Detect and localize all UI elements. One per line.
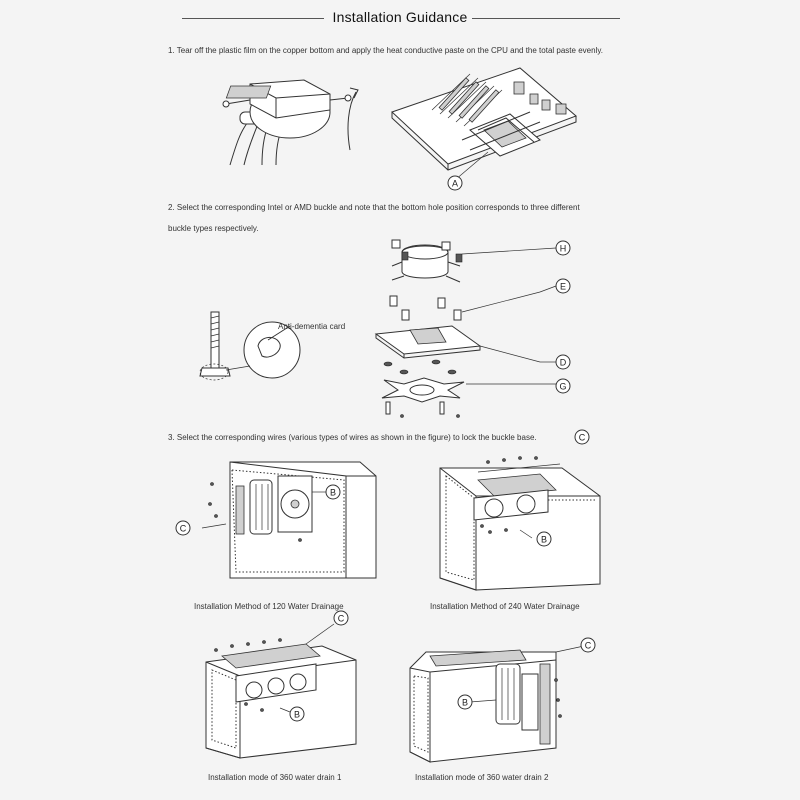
curved-arrow-icon (347, 87, 359, 151)
callout-h-badge: H (555, 240, 571, 256)
fig1-callout-c-badge: C (175, 520, 191, 536)
clip-g-illustration (381, 377, 465, 418)
fig2-callout-b-badge: B (536, 531, 552, 547)
fig4-callout-b-label: B (462, 698, 468, 708)
motherboard-illustration (391, 67, 577, 181)
backplate-illustration (374, 325, 482, 359)
anti-dementia-card-zoom (225, 321, 301, 379)
step-3-text: 3. Select the corresponding wires (vario… (168, 433, 537, 442)
callout-g-badge: G (555, 378, 571, 394)
callout-e-label: E (560, 282, 566, 292)
callout-e-badge: E (555, 278, 571, 294)
washers-d-illustration (383, 359, 457, 375)
caption-240: Installation Method of 240 Water Drainag… (430, 602, 580, 611)
callout-step3-c-label: C (579, 433, 586, 443)
callout-g-label: G (559, 382, 566, 392)
standoffs-e-illustration (389, 295, 462, 321)
fig4-callout-b-badge: B (457, 694, 473, 710)
page-title: Installation Guidance (332, 9, 468, 25)
fig4-callout-c-badge: C (580, 637, 596, 653)
step-2-text-line-1: 2. Select the corresponding Intel or AMD… (168, 203, 580, 212)
callout-d-label: D (560, 358, 567, 368)
bracket-h-illustration (391, 239, 463, 283)
case-120-illustration (201, 461, 377, 579)
case-360-1-illustration (205, 623, 357, 759)
anti-dementia-card-label: Anti-dementia card (278, 322, 346, 331)
step-2-text-line-2: buckle types respectively. (168, 224, 259, 233)
step-1-text: 1. Tear off the plastic film on the copp… (168, 46, 603, 55)
caption-360-1: Installation mode of 360 water drain 1 (208, 773, 342, 782)
case-240-illustration (439, 456, 601, 591)
fig4-callout-c-label: C (585, 641, 592, 651)
title-rule-right (472, 18, 620, 19)
callout-a-label: A (452, 179, 458, 189)
fig1-callout-b-label: B (330, 488, 336, 498)
fig1-callout-c-label: C (180, 524, 187, 534)
fig2-callout-b-label: B (541, 535, 547, 545)
water-block-illustration (222, 79, 352, 166)
caption-360-2: Installation mode of 360 water drain 2 (415, 773, 549, 782)
caption-120: Installation Method of 120 Water Drainag… (194, 602, 344, 611)
fig3-callout-c-label: C (338, 614, 345, 624)
fig1-callout-b-badge: B (325, 484, 341, 500)
fig3-callout-b-badge: B (289, 706, 305, 722)
callout-d-badge: D (555, 354, 571, 370)
fig3-callout-b-label: B (294, 710, 300, 720)
callout-h-label: H (560, 244, 567, 254)
case-360-2-illustration (409, 645, 585, 763)
fig3-callout-c-badge: C (333, 610, 349, 626)
screw-illustration (199, 311, 231, 381)
title-rule-left (182, 18, 324, 19)
page-header: Installation Guidance (0, 6, 800, 32)
callout-step3-c-badge: C (574, 429, 590, 445)
